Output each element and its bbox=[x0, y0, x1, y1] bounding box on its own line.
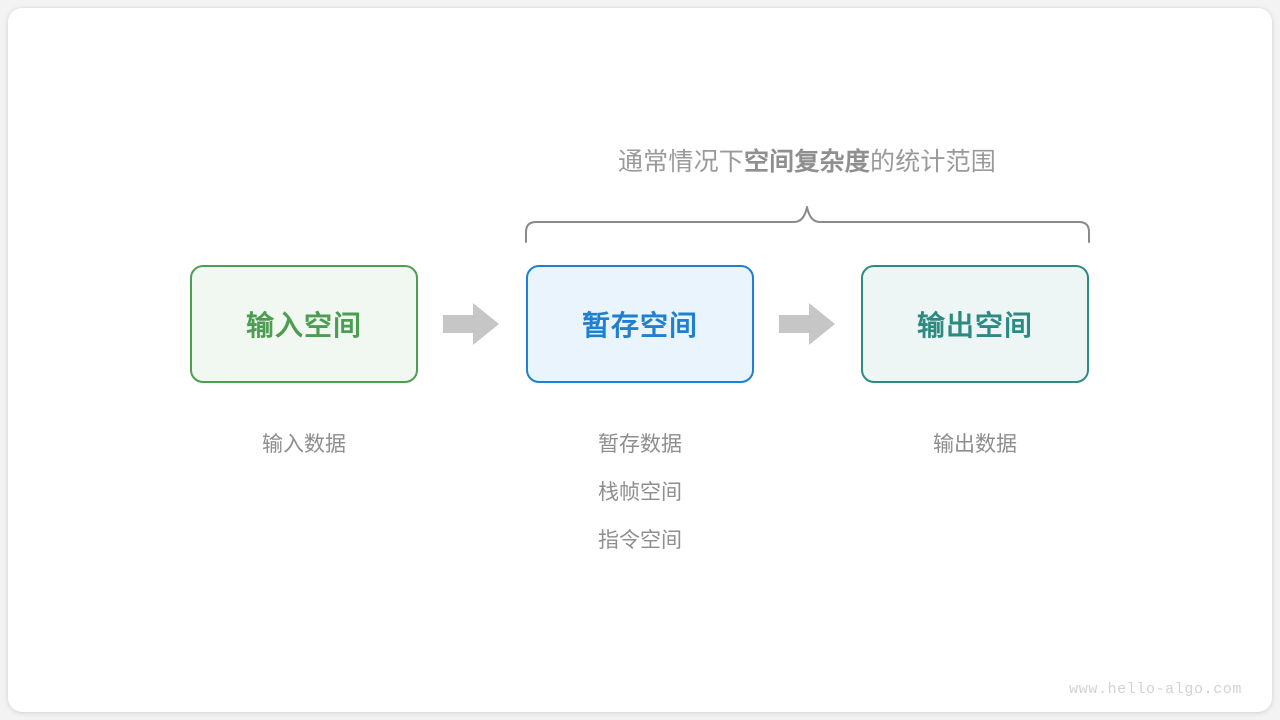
box-output-space[interactable]: 输出空间 bbox=[861, 265, 1089, 383]
box-input-space[interactable]: 输入空间 bbox=[190, 265, 418, 383]
captions-temp: 暂存数据 栈帧空间 指令空间 bbox=[526, 421, 754, 565]
box-temp-space-label: 暂存空间 bbox=[581, 310, 698, 341]
caption-item: 输出数据 bbox=[933, 433, 1017, 456]
caption-suffix: 的统计范围 bbox=[870, 148, 997, 176]
box-output-space-label: 输出空间 bbox=[916, 310, 1033, 341]
caption-emphasis: 空间复杂度 bbox=[743, 148, 870, 176]
captions-input: 输入数据 bbox=[190, 421, 418, 469]
brace-caption: 通常情况下空间复杂度的统计范围 bbox=[0, 145, 1280, 179]
box-input-space-label: 输入空间 bbox=[245, 310, 362, 341]
arrow-right-icon bbox=[443, 303, 499, 345]
caption-item: 输入数据 bbox=[262, 433, 346, 456]
watermark: www.hello-algo.com bbox=[1069, 681, 1242, 698]
box-temp-space[interactable]: 暂存空间 bbox=[526, 265, 754, 383]
captions-output: 输出数据 bbox=[861, 421, 1089, 469]
caption-item: 栈帧空间 bbox=[598, 481, 682, 504]
caption-item: 暂存数据 bbox=[598, 433, 682, 456]
arrow-right-icon bbox=[779, 303, 835, 345]
caption-item: 指令空间 bbox=[598, 529, 682, 552]
caption-prefix: 通常情况下 bbox=[617, 148, 744, 176]
